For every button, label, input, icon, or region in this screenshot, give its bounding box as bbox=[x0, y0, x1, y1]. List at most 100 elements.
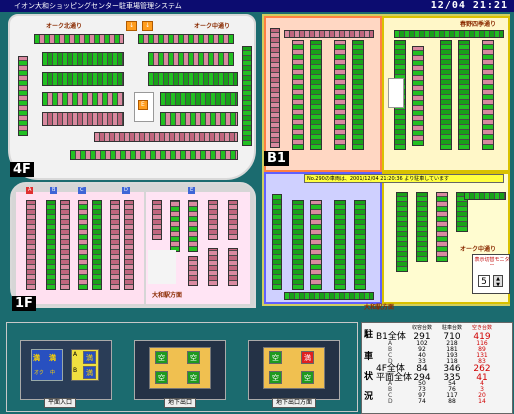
parking-block[interactable] bbox=[208, 248, 218, 286]
parking-block[interactable] bbox=[412, 46, 424, 146]
status-row-value: 262 bbox=[473, 364, 491, 374]
panel3-cell: 空 bbox=[301, 371, 314, 384]
monitor-switch[interactable]: 表示切替モニター 5 ▲▼ bbox=[472, 254, 510, 294]
parking-block[interactable] bbox=[70, 150, 238, 160]
status-row-value: 335 bbox=[443, 373, 461, 383]
parking-block[interactable] bbox=[396, 192, 408, 272]
parking-block[interactable] bbox=[456, 192, 468, 232]
parking-block[interactable] bbox=[42, 72, 124, 86]
parking-block[interactable] bbox=[310, 40, 322, 150]
parking-block[interactable] bbox=[42, 52, 124, 66]
parking-block[interactable] bbox=[60, 200, 70, 290]
parking-block[interactable] bbox=[436, 192, 448, 262]
status-row-value: 193 bbox=[446, 352, 458, 359]
display-panel-1[interactable]: 満 オク 満 中 A B 満 満 bbox=[20, 340, 112, 400]
parking-block[interactable] bbox=[148, 72, 238, 86]
parking-block[interactable] bbox=[482, 40, 494, 150]
parking-block[interactable] bbox=[208, 200, 218, 240]
parking-block[interactable] bbox=[148, 52, 234, 66]
elevator-hall bbox=[388, 78, 404, 108]
status-row-value: 74 bbox=[418, 398, 426, 405]
parking-block[interactable] bbox=[94, 132, 238, 142]
parking-block[interactable] bbox=[394, 30, 504, 38]
status-row-value: 20 bbox=[478, 392, 486, 399]
parking-block[interactable] bbox=[138, 34, 234, 44]
exit-sign: ↓ bbox=[142, 21, 154, 31]
parking-block[interactable] bbox=[458, 40, 470, 150]
floor-map-4f[interactable]: E ↓ ↓ オーク北通り オーク中通り bbox=[8, 14, 256, 180]
parking-block[interactable] bbox=[46, 200, 56, 290]
zone-b1-a[interactable] bbox=[264, 16, 382, 172]
parking-block[interactable] bbox=[42, 92, 124, 106]
parking-block[interactable] bbox=[160, 92, 238, 106]
parking-block[interactable] bbox=[354, 200, 366, 290]
status-row-value: 116 bbox=[476, 340, 488, 347]
parking-block[interactable] bbox=[188, 256, 198, 286]
parking-block[interactable] bbox=[188, 200, 198, 252]
status-row-value: 14 bbox=[478, 398, 486, 405]
display-panel-3[interactable]: 空 満 空 空 bbox=[248, 340, 340, 400]
status-row-name: B bbox=[388, 346, 393, 353]
parking-block[interactable] bbox=[110, 200, 120, 290]
parking-block[interactable] bbox=[228, 248, 238, 286]
zone-sign: B bbox=[50, 187, 58, 194]
parking-block[interactable] bbox=[18, 56, 28, 136]
status-row-value: 117 bbox=[446, 392, 458, 399]
floor-label-b1: B1 bbox=[264, 151, 289, 166]
parking-block[interactable] bbox=[284, 292, 374, 300]
panel1-cell: 満 bbox=[83, 351, 96, 364]
parking-block[interactable] bbox=[334, 200, 346, 290]
panel1-status-left2: 満 bbox=[49, 354, 56, 362]
parking-block[interactable] bbox=[78, 200, 88, 290]
status-row-name: B bbox=[388, 386, 393, 393]
parking-block[interactable] bbox=[92, 200, 102, 290]
status-row-value: 41 bbox=[476, 373, 488, 383]
monitor-value[interactable]: 5 bbox=[478, 275, 490, 287]
parking-block[interactable] bbox=[334, 40, 346, 150]
parking-block[interactable] bbox=[124, 200, 134, 290]
parking-block[interactable] bbox=[152, 200, 162, 240]
parking-block[interactable] bbox=[242, 46, 252, 146]
parking-block[interactable] bbox=[270, 28, 280, 148]
parking-block[interactable] bbox=[170, 200, 180, 252]
parking-block[interactable] bbox=[292, 40, 304, 150]
parking-block[interactable] bbox=[310, 200, 322, 290]
parking-block[interactable] bbox=[26, 200, 36, 290]
parking-block[interactable] bbox=[464, 192, 506, 200]
parking-block[interactable] bbox=[440, 40, 452, 150]
parking-block[interactable] bbox=[352, 40, 364, 150]
parking-block[interactable] bbox=[160, 112, 238, 126]
status-row-value: 73 bbox=[418, 386, 426, 393]
display-panel-2[interactable]: 空 空 空 空 bbox=[134, 340, 226, 400]
parking-block[interactable] bbox=[284, 30, 374, 38]
status-row-name: A bbox=[388, 340, 393, 347]
status-row-value: 40 bbox=[418, 352, 426, 359]
notice-text: No.290の車両は、2001/12/04 21:20:36 より駐車しています bbox=[307, 176, 450, 182]
parking-block[interactable] bbox=[416, 192, 428, 262]
status-row-value: 419 bbox=[473, 332, 491, 342]
status-row-value: 4 bbox=[480, 380, 484, 387]
status-row-name: D bbox=[388, 398, 393, 405]
panel2-cell: 空 bbox=[155, 351, 168, 364]
parking-block[interactable] bbox=[42, 112, 124, 126]
floor-map-b1[interactable]: No.290の車両は、2001/12/04 21:20:36 より駐車しています… bbox=[262, 14, 510, 311]
parking-block[interactable] bbox=[272, 194, 282, 290]
parking-block[interactable] bbox=[34, 34, 124, 44]
exit-label-4f-right: オーク中通り bbox=[194, 23, 231, 30]
monitor-spinner[interactable]: ▲▼ bbox=[493, 275, 503, 288]
parking-block[interactable] bbox=[228, 200, 238, 240]
panel3-cell: 空 bbox=[269, 371, 282, 384]
floor-map-1f[interactable]: A B C D E 大和駅方面 bbox=[10, 182, 256, 308]
status-side-label: 駐 bbox=[364, 330, 374, 340]
parking-block[interactable] bbox=[292, 200, 304, 290]
exit-sign: ↓ bbox=[126, 21, 138, 31]
status-row-value: 131 bbox=[476, 352, 488, 359]
status-row-name: 4F全体 bbox=[376, 364, 405, 374]
status-row-value: 3 bbox=[480, 386, 484, 393]
